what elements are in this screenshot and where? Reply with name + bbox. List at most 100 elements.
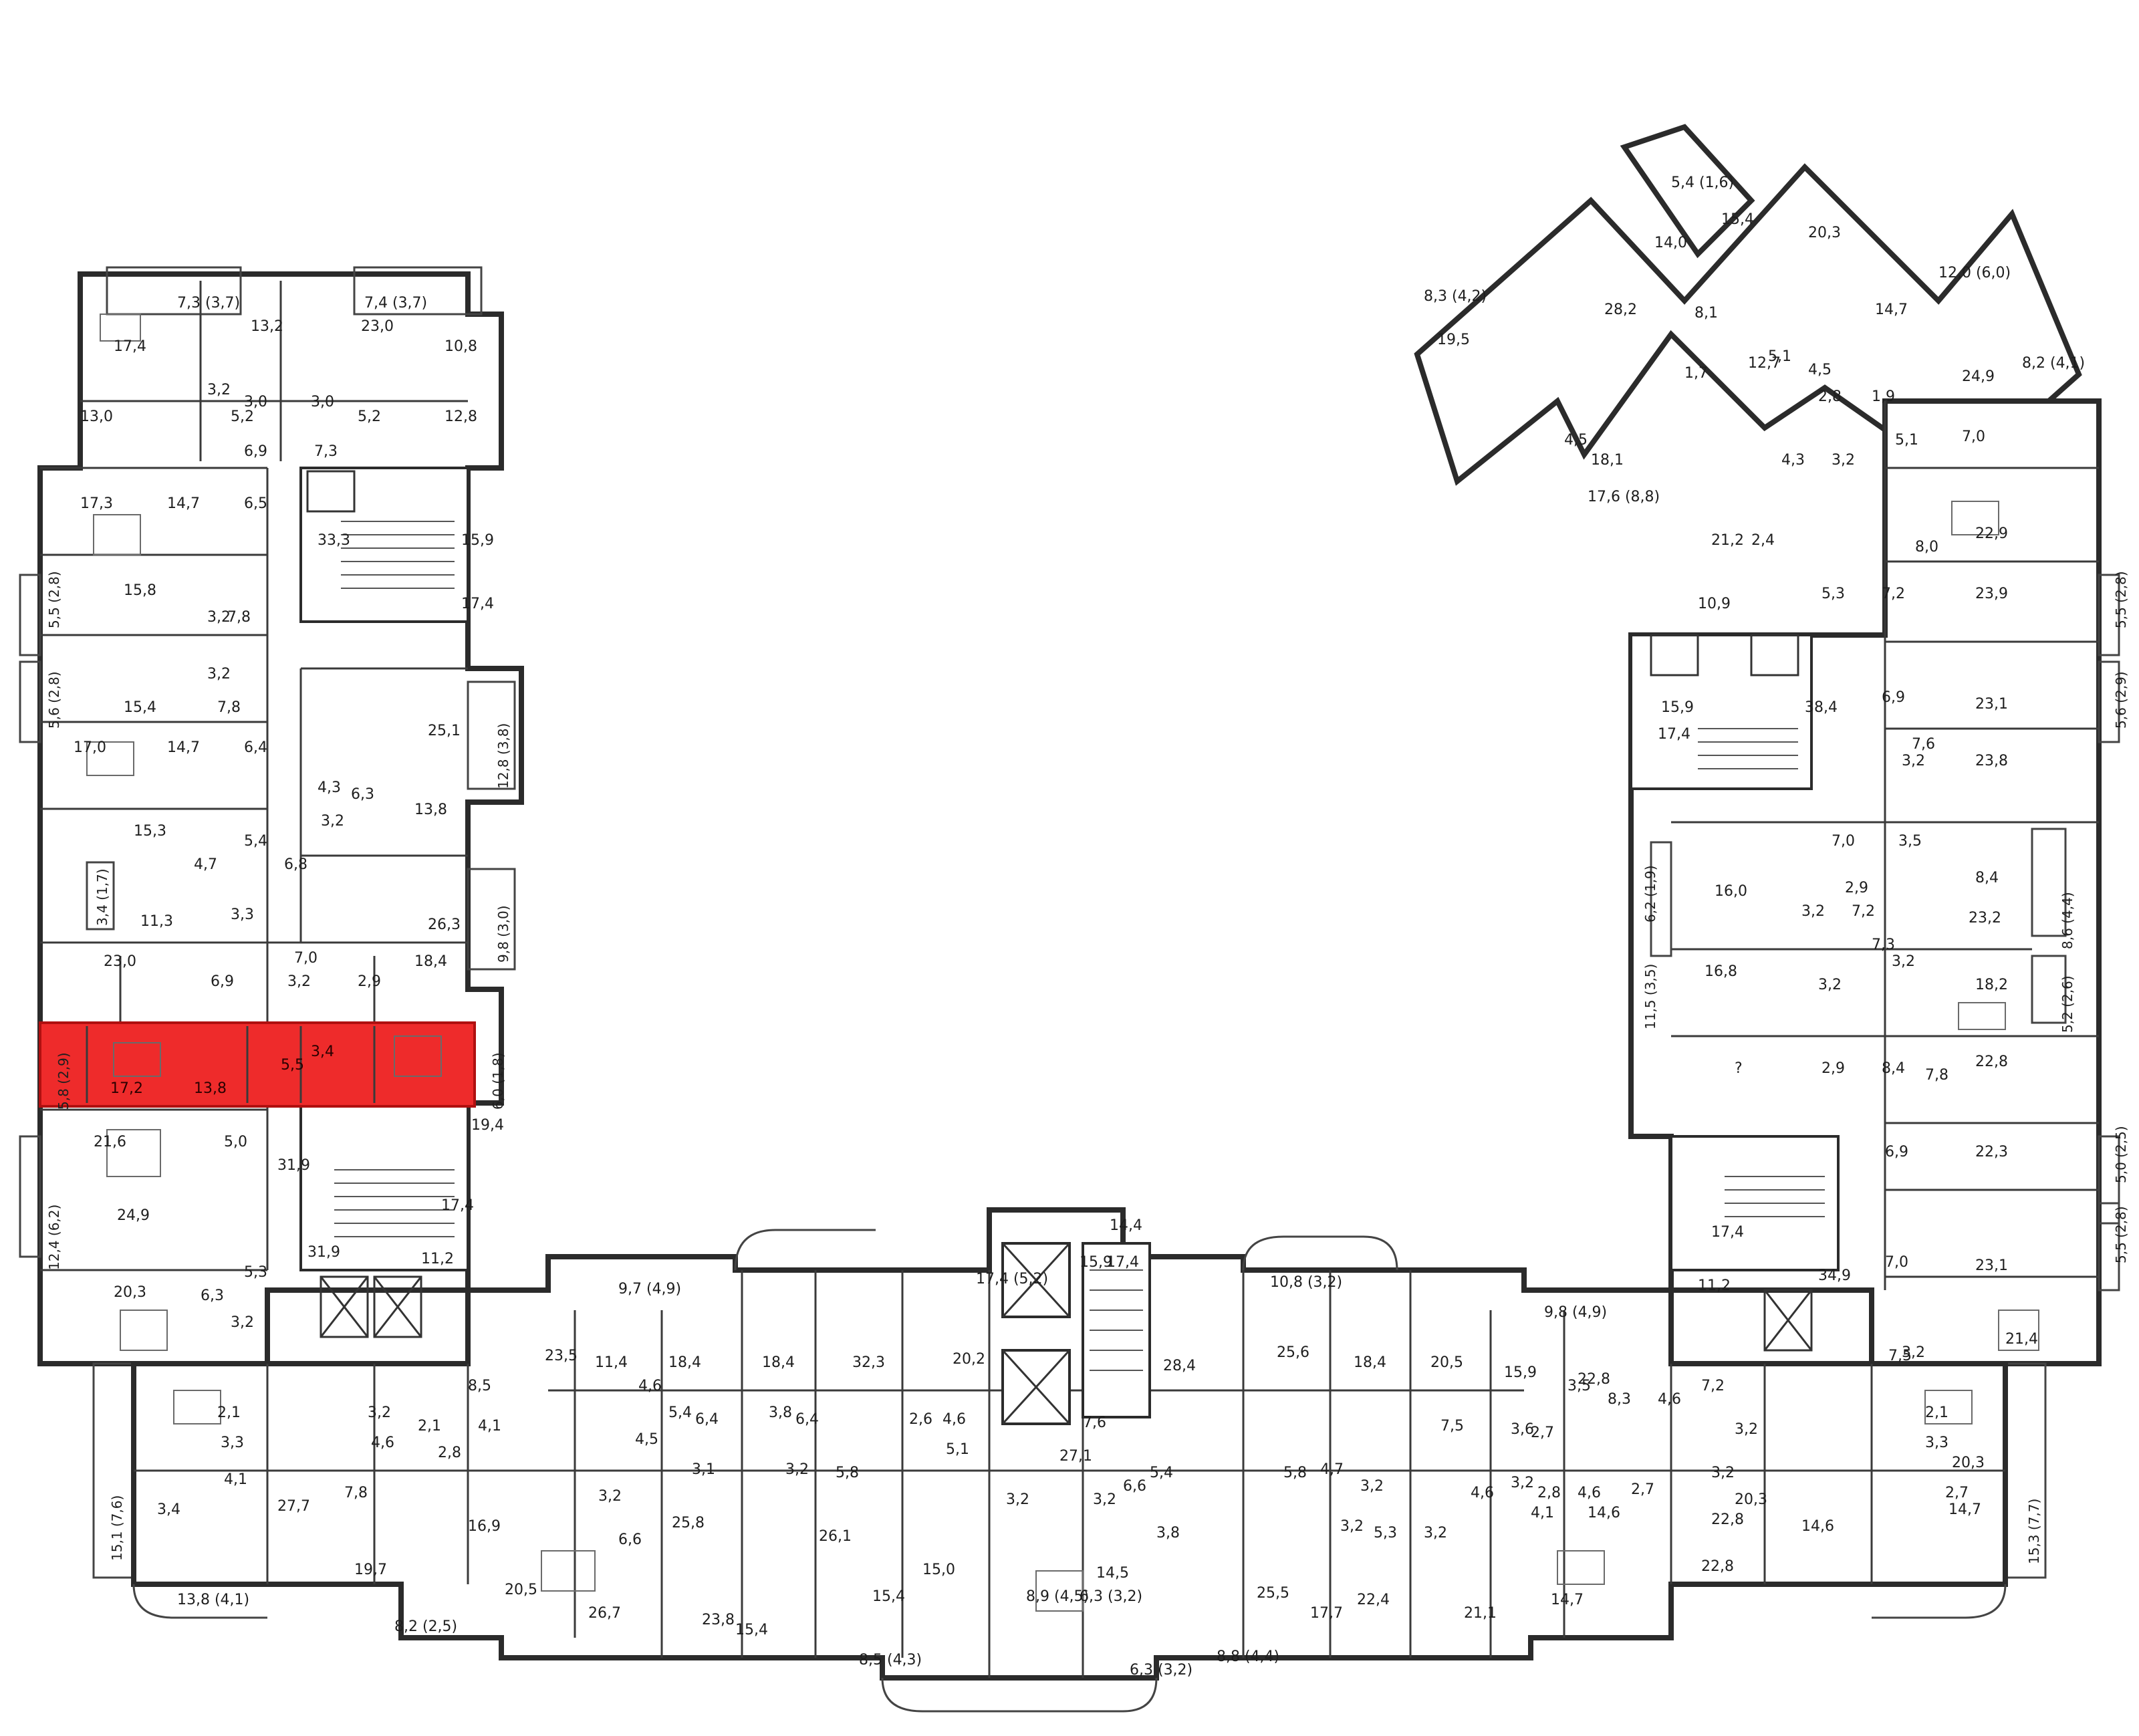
south-wing-label-98: 15,4 (872, 1588, 905, 1605)
east-wing-label-8: 14,7 (1875, 301, 1908, 318)
east-wing-label-19: 18,1 (1591, 452, 1624, 469)
west-wing-label-12: 12,8 (445, 408, 477, 425)
south-wing-label-88: 21,1 (1464, 1605, 1497, 1622)
south-wing-label-16: 20,5 (1430, 1354, 1463, 1371)
west-wing-label-27: 17,0 (74, 739, 106, 756)
east-wing-label-3: 20,3 (1808, 225, 1841, 241)
east-balconies-label-5: 5,2 (2,6) (2059, 975, 2075, 1033)
south-wing-label-46: 3,3 (1925, 1435, 1948, 1451)
balcony-top-left (106, 266, 242, 316)
south-wing-label-4: 17,4 (1106, 1254, 1139, 1271)
east-wing-label-20: 4,3 (1781, 452, 1805, 469)
south-wing-label-58: 4,6 (1578, 1485, 1601, 1501)
south-wing-label-56: 3,2 (1511, 1475, 1534, 1491)
south-wing-label-89: 14,7 (1551, 1592, 1584, 1608)
south-wing-label-84: 14,5 (1096, 1565, 1129, 1582)
south-wing-label-71: 3,2 (1340, 1518, 1364, 1535)
west-wing-label-24: 3,2 (207, 666, 231, 683)
west-wing-label-14: 7,3 (314, 443, 338, 460)
hl-room-3: 5,5 (281, 1057, 304, 1074)
south-wing-label-40: 4,5 (635, 1431, 658, 1448)
east-wing-label-28: 22,9 (1975, 525, 2008, 542)
south-wing-label-91: 14,6 (1801, 1518, 1834, 1535)
south-wing-label-33: 7,2 (1701, 1378, 1725, 1394)
south-wing-label-34: 2,1 (217, 1404, 241, 1421)
west-wing-label-32: 6,3 (351, 786, 374, 803)
west-wing-label-43: 7,0 (294, 950, 318, 967)
east-wing-label-47: 7,2 (1852, 903, 1875, 920)
south-wing-label-42: 3,6 (1511, 1421, 1534, 1438)
east-wing-label-59: 6,9 (1885, 1144, 1908, 1160)
south-wing-label-68: 3,2 (1093, 1491, 1116, 1508)
east-balconies-label-6: 5,0 (2,5) (2113, 1126, 2129, 1183)
east-wing-label-49: 7,3 (1872, 937, 1895, 953)
east-wing-label-62: 7,0 (1885, 1254, 1908, 1271)
east-wing-label-11: 5,1 (1768, 348, 1791, 365)
south-wing-label-5: 10,8 (3,2) (1270, 1274, 1342, 1291)
west-balconies-label-1: 5,6 (2,8) (46, 671, 62, 729)
south-wing-label-23: 3,8 (769, 1404, 792, 1421)
south-wing-label-67: 3,2 (1006, 1491, 1029, 1508)
west-wing-label-9: 5,2 (231, 408, 254, 425)
east-wing-label-4: 12,0 (6,0) (1938, 265, 2011, 281)
south-wing-label-20: 4,6 (638, 1378, 662, 1394)
core-upper-west (299, 467, 469, 623)
east-wing-label-43: 16,0 (1715, 883, 1747, 900)
east-wing-label-35: 6,9 (1882, 689, 1905, 706)
west-wing-label-26: 7,8 (217, 699, 241, 716)
west-balconies-label-0: 5,5 (2,8) (46, 571, 62, 628)
west-wing-label-39: 11,3 (140, 913, 173, 930)
south-wing-label-31: 4,6 (1658, 1391, 1681, 1408)
south-wing-label-87: 22,4 (1357, 1592, 1390, 1608)
south-wing-label-62: 2,7 (1945, 1485, 1969, 1501)
south-wing-label-53: 5,8 (1283, 1465, 1307, 1481)
core-lower-west (299, 1102, 469, 1271)
west-wing-label-49: 5,0 (224, 1134, 247, 1150)
west-wing-label-44: 6,9 (211, 973, 234, 990)
east-wing-label-45: 8,4 (1975, 870, 1999, 886)
west-balconies-label-6: 15,1 (7,6) (109, 1495, 125, 1561)
east-wing-label-1: 15,4 (1721, 211, 1754, 228)
west-balconies-label-5: 12,4 (6,2) (46, 1205, 62, 1270)
east-wing-label-48: 23,2 (1969, 910, 2001, 926)
south-wing-label-70: 3,8 (1156, 1525, 1180, 1541)
south-wing-label-75: 4,1 (1531, 1505, 1554, 1521)
south-wing-label-94: 20,5 (505, 1582, 537, 1598)
south-wing-label-19: 8,5 (468, 1378, 491, 1394)
south-wing-label-32: 3,5 (1567, 1378, 1591, 1394)
west-wing-label-0: 7,3 (3,7) (177, 295, 240, 312)
east-wing-label-2: 14,0 (1654, 235, 1687, 251)
south-wing-label-22: 6,4 (695, 1411, 719, 1428)
east-wing-label-30: 7,2 (1882, 586, 1905, 602)
east-wing-label-17: 1,9 (1872, 388, 1895, 405)
east-wing-label-26: 2,4 (1751, 532, 1775, 549)
south-wing-label-79: 27,7 (277, 1498, 310, 1515)
west-wing-label-22: 7,8 (227, 609, 251, 626)
east-wing-label-64: 11,2 (1698, 1277, 1731, 1294)
south-wing-label-74: 4,6 (1471, 1485, 1494, 1501)
east-wing-label-5: 8,3 (4,2) (1424, 288, 1487, 305)
west-wing-label-36: 5,4 (244, 833, 267, 850)
east-wing-label-33: 15,9 (1661, 699, 1694, 716)
west-wing-label-10: 5,2 (358, 408, 381, 425)
west-wing-label-18: 33,3 (318, 532, 350, 549)
east-wing-label-21: 3,2 (1832, 452, 1855, 469)
west-wing-label-47: 18,4 (414, 953, 447, 970)
west-wing-label-16: 14,7 (167, 495, 200, 512)
east-wing-label-36: 23,1 (1975, 696, 2008, 713)
south-wing-label-13: 28,4 (1163, 1358, 1196, 1374)
south-wing-label-66: 6,6 (618, 1531, 642, 1548)
east-wing-label-22: 5,1 (1895, 432, 1918, 449)
highlighted-unit[interactable]: 17,2 13,8 5,5 3,4 5,8 (2,9) 6,0 (1,8) (39, 1021, 506, 1110)
south-wing-label-61: 20,3 (1735, 1491, 1767, 1508)
highlighted-unit-outline[interactable] (39, 1021, 476, 1108)
south-wing-label-99: 8,9 (4,5) (1026, 1588, 1089, 1605)
east-wing (1414, 124, 2120, 1579)
west-wing-label-1: 7,4 (3,7) (364, 295, 427, 312)
south-wing-label-21: 5,4 (668, 1404, 692, 1421)
south-wing-label-24: 6,4 (795, 1411, 819, 1428)
west-wing-label-11: 13,0 (80, 408, 113, 425)
south-wing-label-2: 14,4 (1110, 1217, 1142, 1234)
east-wing-label-41: 7,0 (1832, 833, 1855, 850)
